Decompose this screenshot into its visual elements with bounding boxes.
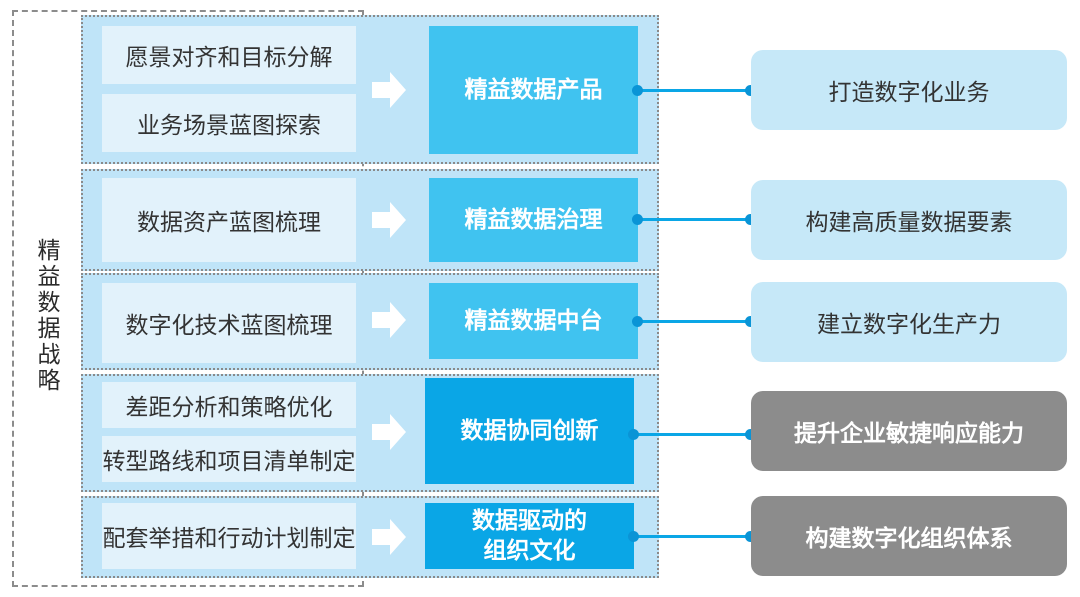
outcome-box: 构建数字化组织体系 [751,496,1067,576]
connector-dot [745,316,756,327]
task-box: 配套举措和行动计划制定 [102,503,356,569]
task-box: 差距分析和策略优化 [102,382,356,428]
product-box: 数据协同创新 [425,378,634,484]
connector-line [636,89,752,92]
connector-dot [632,85,643,96]
task-box: 数字化技术蓝图梳理 [102,283,356,363]
arrow-right-icon [372,72,406,108]
connector-dot [628,531,639,542]
connector-line [636,320,752,323]
outcome-box: 建立数字化生产力 [751,282,1067,362]
arrow-right-icon [372,414,406,450]
arrow-right-icon [372,519,406,555]
connector-dot [745,429,756,440]
connector-line [632,535,752,538]
task-box: 业务场景蓝图探索 [102,94,356,152]
connector-dot [632,316,643,327]
connector-dot [628,429,639,440]
strategy-label: 精 益 数 据 战 略 [37,238,61,394]
connector-dot [745,214,756,225]
arrow-right-icon [372,302,406,338]
task-box: 愿景对齐和目标分解 [102,26,356,84]
connector-line [632,433,752,436]
product-box: 精益数据治理 [429,178,638,262]
outcome-box: 构建高质量数据要素 [751,180,1067,260]
task-box: 转型路线和项目清单制定 [102,436,356,482]
task-box: 数据资产蓝图梳理 [102,178,356,262]
connector-dot [745,531,756,542]
outcome-box: 提升企业敏捷响应能力 [751,391,1067,471]
product-box: 精益数据产品 [429,26,638,154]
connector-dot [745,85,756,96]
connector-line [636,218,752,221]
arrow-right-icon [372,202,406,238]
product-box: 精益数据中台 [429,283,638,359]
product-box: 数据驱动的 组织文化 [425,503,634,569]
outcome-box: 打造数字化业务 [751,50,1067,130]
connector-dot [632,214,643,225]
